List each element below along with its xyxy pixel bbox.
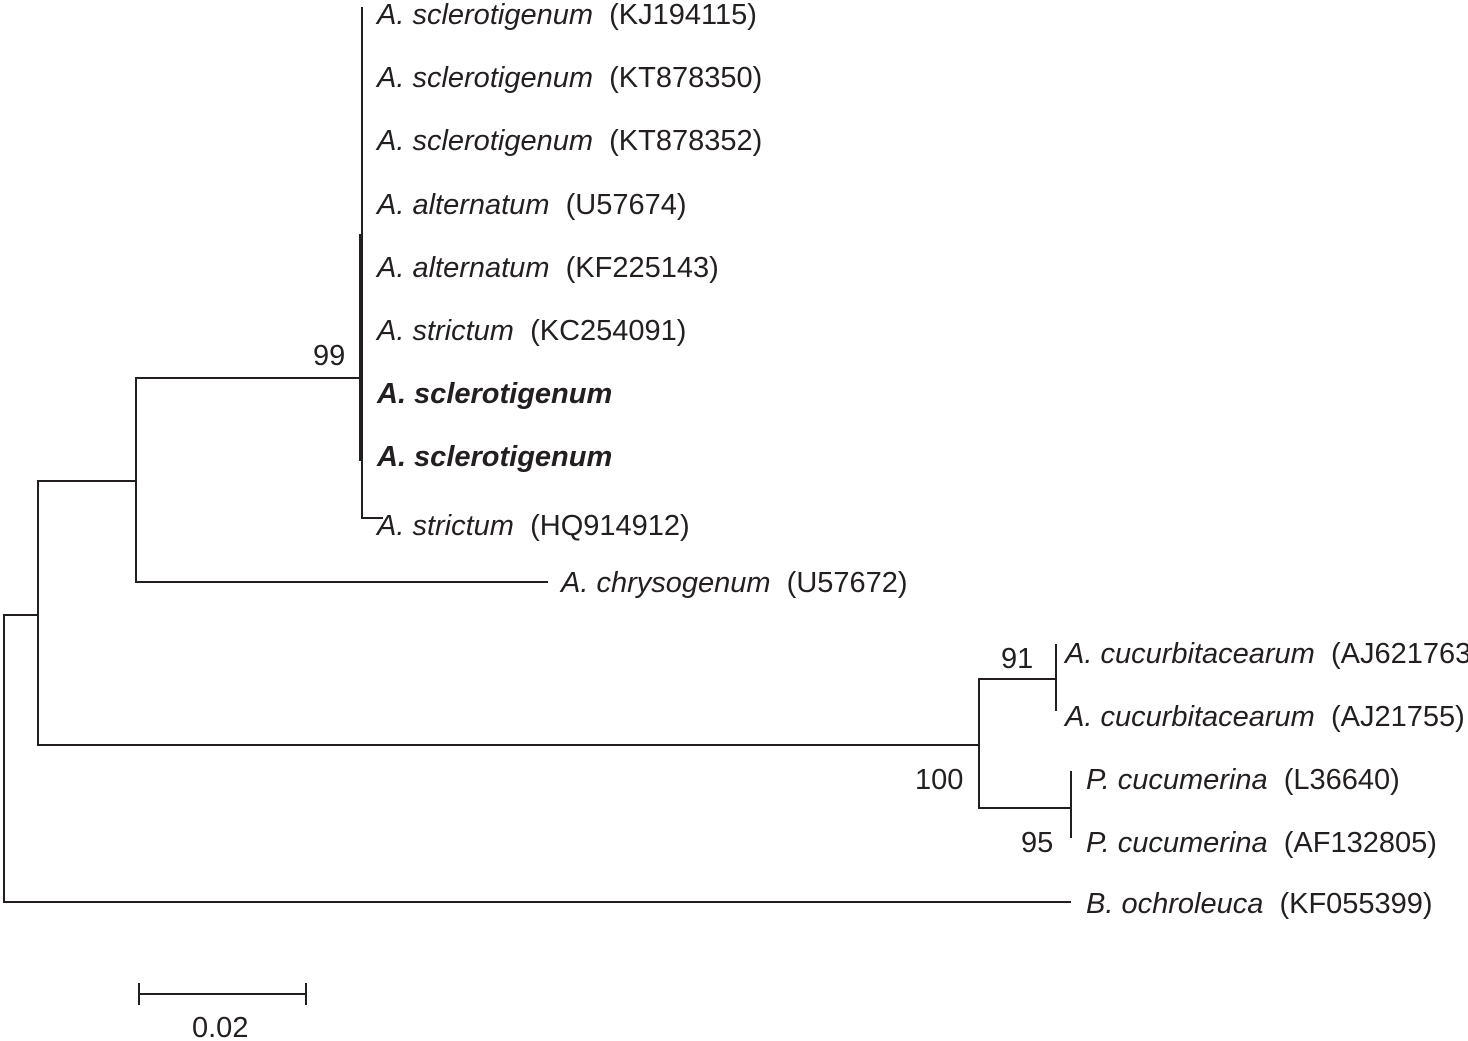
species-name: P. cucumerina (1086, 827, 1268, 859)
leaf-label: A. strictum (KC254091) (375, 315, 686, 347)
leaf-label: A. chrysogenum (U57672) (559, 567, 908, 599)
species-name: A. strictum (375, 315, 514, 347)
bootstrap-value: 100 (915, 764, 963, 796)
leaf-label: P. cucumerina (L36640) (1086, 764, 1400, 796)
accession-number: (AJ21755) (1323, 701, 1465, 733)
accession-number: (KF225143) (558, 252, 719, 284)
leaf-label: A. sclerotigenum (KT878350) (375, 62, 762, 94)
accession-number: (KT878352) (601, 125, 762, 157)
species-name: P. cucumerina (1086, 764, 1268, 796)
leaf-label: A. sclerotigenum (KT878352) (375, 125, 762, 157)
species-name: B. ochroleuca (1086, 888, 1263, 920)
species-name: A. sclerotigenum (375, 0, 593, 31)
leaf-label: A. sclerotigenum (376, 378, 612, 410)
accession-number: (U57672) (779, 567, 908, 599)
species-name: A. alternatum (375, 189, 549, 221)
leaf-labels: A. sclerotigenum (KJ194115) A. sclerotig… (375, 0, 1468, 920)
bootstrap-values: 99 91 100 95 (313, 340, 1053, 859)
species-name: A. cucurbitacearum (1063, 701, 1315, 733)
scale-bar: 0.02 (138, 983, 307, 1041)
leaf-label: P. cucumerina (AF132805) (1086, 827, 1437, 859)
leaf-label: A. alternatum (U57674) (375, 189, 687, 221)
accession-number: (AJ621763) (1323, 638, 1468, 670)
leaf-label: A. strictum (HQ914912) (375, 510, 690, 542)
leaf-label: A. alternatum (KF225143) (375, 252, 719, 284)
accession-number: (KF055399) (1271, 888, 1432, 920)
leaf-label: A. cucurbitacearum (AJ621763) (1063, 638, 1468, 670)
accession-number: (KT878350) (601, 62, 762, 94)
accession-number: (KC254091) (522, 315, 686, 347)
species-name-highlighted: A. sclerotigenum (376, 378, 612, 410)
scale-bar-label: 0.02 (192, 1012, 248, 1041)
species-name: A. sclerotigenum (375, 62, 593, 94)
accession-number: (L36640) (1276, 764, 1400, 796)
accession-number: (U57674) (558, 189, 687, 221)
bootstrap-value: 99 (313, 340, 345, 372)
leaf-label: A. sclerotigenum (KJ194115) (375, 0, 757, 31)
bootstrap-value: 91 (1001, 643, 1033, 675)
species-name: A. strictum (375, 510, 514, 542)
tree-branches (3, 7, 1072, 903)
leaf-label: A. cucurbitacearum (AJ21755) (1063, 701, 1465, 733)
species-name: A. cucurbitacearum (1063, 638, 1315, 670)
accession-number: (AF132805) (1276, 827, 1437, 859)
species-name: A. alternatum (375, 252, 549, 284)
species-name: A. sclerotigenum (375, 125, 593, 157)
species-name-highlighted: A. sclerotigenum (376, 441, 612, 473)
accession-number: (KJ194115) (601, 0, 757, 31)
accession-number: (HQ914912) (522, 510, 690, 542)
bootstrap-value: 95 (1021, 827, 1053, 859)
leaf-label: B. ochroleuca (KF055399) (1086, 888, 1433, 920)
species-name: A. chrysogenum (559, 567, 771, 599)
leaf-label: A. sclerotigenum (376, 441, 612, 473)
